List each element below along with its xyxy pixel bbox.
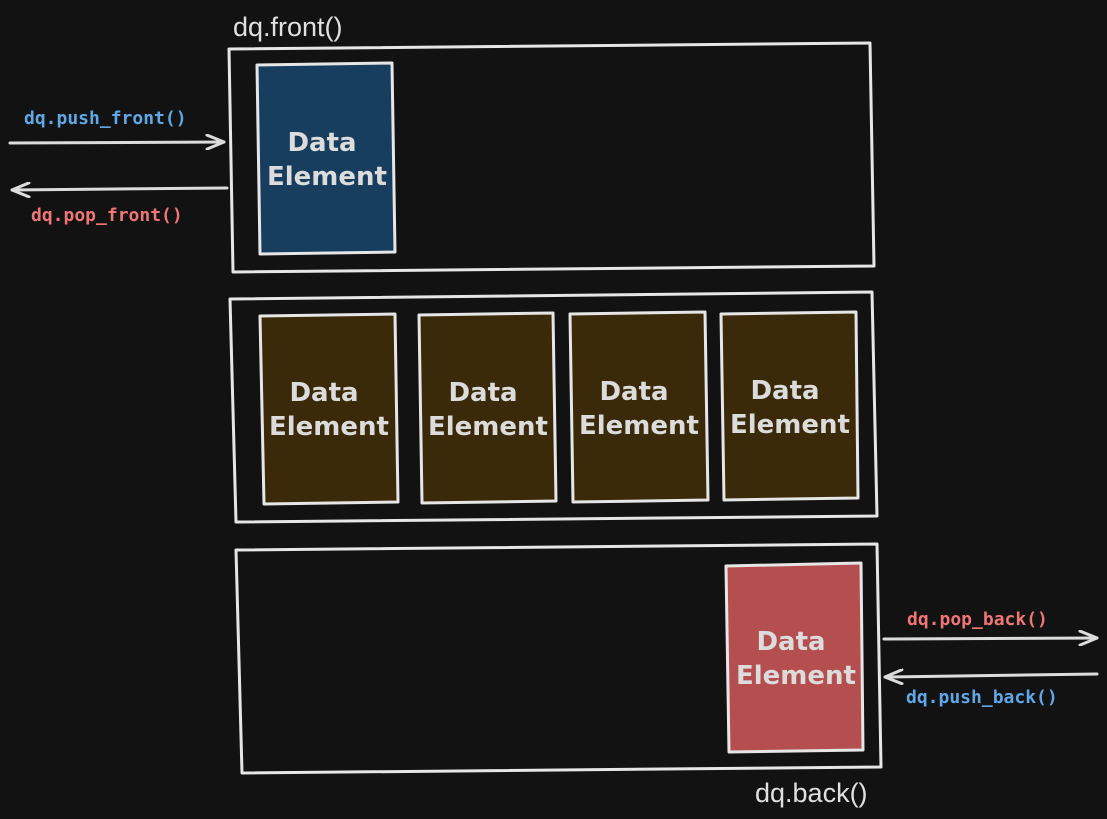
back-data-element (724, 561, 865, 754)
front-data-element (255, 61, 397, 256)
middle-data-element-4 (719, 310, 860, 502)
pop-front-label: dq.pop_front() (31, 205, 183, 226)
middle-data-element-3-line1: Data (599, 377, 668, 407)
back-caption: dq.back() (755, 778, 868, 808)
middle-data-element-3-line2: Element (579, 411, 699, 441)
front-caption: dq.front() (233, 12, 343, 42)
pop-front-arrow (10, 188, 229, 190)
middle-block: Data Element Data Element Data Element D… (228, 290, 879, 524)
front-block-frame (227, 41, 876, 274)
front-data-element-line1: Data (287, 128, 356, 158)
middle-data-element-4-line1: Data (750, 376, 819, 406)
back-block: Data Element (234, 542, 883, 775)
pop-back-label: dq.pop_back() (907, 609, 1048, 630)
middle-data-element-2-line2: Element (428, 412, 548, 442)
middle-data-element-3 (568, 310, 710, 504)
push-back-arrow (883, 674, 1099, 677)
back-data-element-line2: Element (736, 661, 856, 691)
middle-data-element-2 (417, 311, 558, 505)
push-front-arrow (8, 142, 226, 143)
push-back-label: dq.push_back() (906, 687, 1058, 708)
middle-data-element-1 (258, 312, 400, 506)
front-data-element-line2: Element (267, 162, 387, 192)
push-front-label: dq.push_front() (24, 108, 187, 129)
front-block: Data Element (227, 41, 876, 274)
pop-back-arrow (882, 638, 1099, 639)
middle-block-frame (228, 290, 879, 524)
back-data-element-line1: Data (756, 627, 825, 657)
middle-data-element-1-line2: Element (269, 412, 389, 442)
back-block-frame (234, 542, 883, 775)
middle-data-element-4-line2: Element (730, 410, 850, 440)
middle-data-element-2-line1: Data (448, 378, 517, 408)
middle-data-element-1-line1: Data (289, 378, 358, 408)
